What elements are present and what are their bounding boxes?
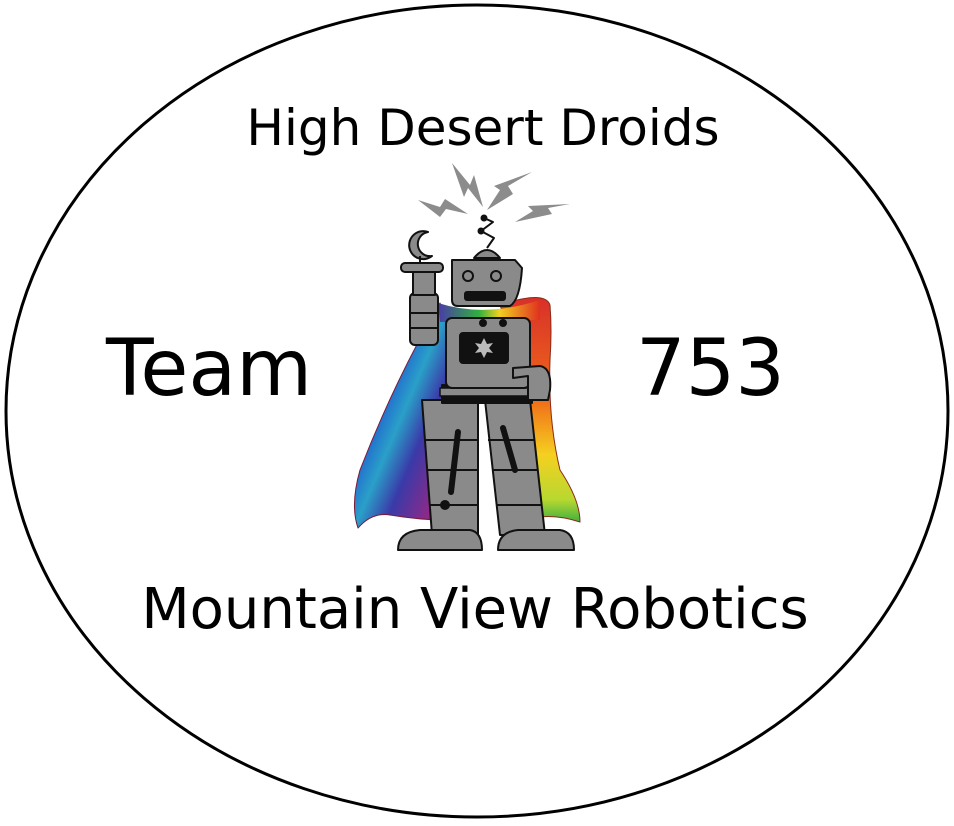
lightning-bolts-icon [418, 163, 570, 222]
robot-illustration [354, 163, 581, 551]
moon-icon [408, 230, 433, 261]
star-icon [475, 338, 493, 358]
team-label: Team [106, 324, 313, 414]
team-number: 753 [636, 324, 785, 414]
team-name: High Desert Droids [246, 99, 720, 157]
organization-name: Mountain View Robotics [141, 577, 809, 642]
